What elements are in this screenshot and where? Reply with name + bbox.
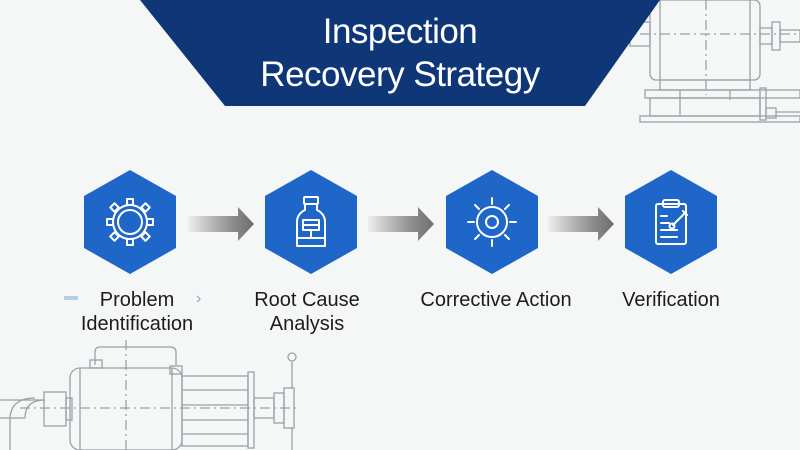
title-line-2: Recovery Strategy (260, 55, 540, 94)
step-label-root-cause-analysis: Root Cause Analysis (254, 289, 360, 335)
title-banner (140, 0, 660, 106)
title-line-1: Inspection (322, 12, 478, 51)
hexagon (265, 170, 357, 274)
arrow-icon (548, 207, 614, 241)
hexagon (625, 170, 717, 274)
step-corrective-action (444, 168, 540, 276)
step-label-problem-identification: Problem Identification (80, 289, 194, 335)
step-problem-identification (82, 168, 178, 276)
hexagon (446, 170, 538, 274)
step-root-cause-analysis (263, 168, 359, 276)
clipboard-icon (655, 199, 688, 245)
machine-drawing-bottom-left (0, 340, 300, 450)
step-verification (623, 168, 719, 276)
hexagon (84, 170, 176, 274)
arrow-icon (188, 207, 254, 241)
chevron-right-icon: › (196, 290, 202, 307)
arrow-icon (368, 207, 434, 241)
decorative-dash (64, 296, 78, 300)
step-label-verification: Verification (622, 289, 720, 311)
page-title: Inspection Recovery Strategy (200, 10, 600, 96)
machine-drawing-top-right (620, 0, 800, 123)
bottle-icon (296, 196, 326, 247)
sun-gear-icon (467, 197, 517, 247)
step-label-corrective-action: Corrective Action (420, 289, 572, 311)
gear-icon (106, 198, 154, 246)
